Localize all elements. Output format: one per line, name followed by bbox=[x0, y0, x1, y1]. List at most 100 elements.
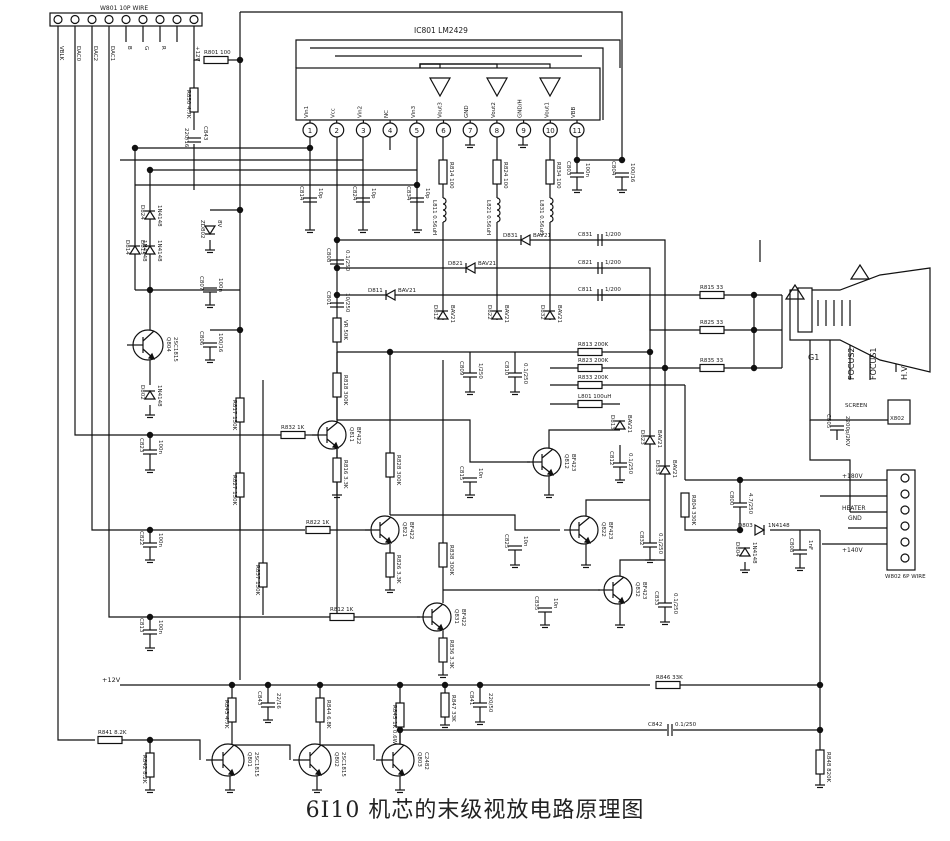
capacitor-label: C835 bbox=[533, 596, 539, 611]
junction-dot bbox=[228, 681, 236, 689]
resistor-label: R822 1K bbox=[306, 520, 330, 526]
resistor-r828 bbox=[385, 452, 395, 478]
junction-dot bbox=[750, 364, 758, 372]
capacitor-value: 1/250 bbox=[477, 363, 483, 379]
resistor-r801 bbox=[203, 55, 229, 65]
connector-pin-label: B bbox=[126, 46, 132, 50]
junction-dot bbox=[264, 681, 272, 689]
wire bbox=[91, 42, 305, 531]
ic-pin-name: NC bbox=[384, 110, 390, 118]
capacitor-label: C821 bbox=[578, 260, 592, 266]
connector-pin-label: GND bbox=[848, 515, 862, 522]
resistor-label: R836 3.3K bbox=[448, 640, 454, 669]
capacitor-label: C832 bbox=[638, 531, 644, 545]
transistor-collector bbox=[326, 421, 339, 432]
capacitor-label: C811 bbox=[578, 287, 592, 293]
wire bbox=[108, 42, 330, 618]
inductor-l821 bbox=[496, 209, 501, 217]
resistor-label: R823 200K bbox=[578, 358, 609, 364]
ic-pin-name: GND bbox=[464, 105, 470, 118]
transistor-collector bbox=[309, 744, 322, 757]
diode-value: 1N4148 bbox=[156, 205, 162, 227]
resistor-r847 bbox=[440, 692, 450, 718]
resistor-label: R828 300K bbox=[395, 455, 401, 486]
transistor-arrow bbox=[397, 768, 405, 776]
ic-lm2429 bbox=[295, 67, 601, 121]
capacitor-label: C813 bbox=[138, 618, 144, 633]
junction-dot bbox=[333, 236, 341, 244]
wire bbox=[619, 559, 665, 576]
capacitor-value: 100n bbox=[584, 163, 590, 177]
capacitor-label: C801 bbox=[325, 291, 331, 305]
transistor-value: BF423 bbox=[641, 582, 647, 600]
wire bbox=[57, 42, 95, 741]
diode-value: BAV21 bbox=[449, 305, 455, 323]
ic-pin-name: Vcc bbox=[331, 108, 337, 118]
resistor-r850 bbox=[189, 87, 199, 113]
junction-dot bbox=[646, 348, 654, 356]
capacitor-value: 2200p/2KV bbox=[844, 416, 850, 446]
diode-value: 1N4148 bbox=[156, 240, 162, 262]
transistor-arrow bbox=[617, 596, 625, 604]
resistor-label: R846 33K bbox=[656, 675, 683, 681]
resistor-label: R817 150K bbox=[231, 400, 237, 431]
junction-dot bbox=[386, 348, 394, 356]
inductor-l811 bbox=[442, 209, 447, 217]
transistor-value: BF423 bbox=[570, 454, 576, 472]
connector-pin bbox=[155, 14, 165, 25]
resistor-r814 bbox=[438, 159, 448, 185]
diagram-caption: 6I10 机芯的末级视放电路原理图 bbox=[305, 798, 645, 823]
transistor-value: BF422 bbox=[460, 609, 466, 626]
diode-value: 1N4148 bbox=[141, 240, 147, 262]
capacitor-label: C831 bbox=[578, 232, 592, 238]
capacitor-label: C842 bbox=[648, 722, 662, 728]
diode-value: BAV21 bbox=[478, 261, 496, 267]
junction-dot bbox=[236, 326, 244, 334]
resistor-r844 bbox=[315, 697, 325, 723]
transistor-label: Q821 bbox=[401, 522, 407, 537]
junction-dot bbox=[333, 264, 341, 272]
wire bbox=[74, 42, 285, 436]
capacitor-value: 10p bbox=[424, 188, 430, 199]
junction-dot bbox=[396, 681, 404, 689]
resistor-r838 bbox=[438, 542, 448, 568]
capacitor-label: C841 bbox=[468, 691, 474, 705]
diode-value: 1N4148 bbox=[751, 542, 757, 564]
resistor-r836 bbox=[438, 637, 448, 663]
diode-label: D831 bbox=[503, 233, 518, 239]
junction-dot bbox=[573, 156, 581, 164]
diode-label: D821 bbox=[448, 261, 463, 267]
transistor-value: BF422 bbox=[355, 427, 361, 444]
junction-dot bbox=[236, 206, 244, 214]
connector-pin-label: +12V bbox=[194, 46, 200, 62]
resistor-label: R824 100 bbox=[502, 162, 508, 189]
capacitor-label: C834 bbox=[405, 186, 411, 201]
resistor-label: R837 150K bbox=[254, 565, 260, 596]
transistor-label: Q802 bbox=[333, 752, 339, 767]
junction-dot bbox=[476, 681, 484, 689]
resistor-r843 bbox=[227, 697, 237, 723]
resistor-label: R804 330K bbox=[690, 495, 696, 526]
junction-dot bbox=[736, 526, 744, 534]
connector-pin bbox=[121, 14, 131, 25]
diode-d832 bbox=[543, 309, 557, 320]
resistor-label: R827 150K bbox=[231, 475, 237, 506]
wire bbox=[317, 744, 375, 760]
resistor-label: R812 1K bbox=[330, 607, 354, 613]
diode-value: BAV21 bbox=[626, 415, 632, 433]
resistor-label: R845 1K 0.6W bbox=[391, 705, 397, 745]
wire bbox=[640, 239, 700, 369]
connector-pin bbox=[104, 14, 114, 25]
connector-pin bbox=[900, 505, 910, 515]
ic-pin-name: Vin2 bbox=[357, 106, 363, 118]
transistor-label: Q803 bbox=[416, 752, 422, 767]
resistor-label: R832 1K bbox=[281, 425, 305, 431]
transistor-value: 2SC1815 bbox=[340, 752, 346, 777]
capacitor-value: 100n bbox=[157, 440, 163, 454]
inductor-l831 bbox=[549, 203, 554, 211]
transistor-collector bbox=[142, 330, 155, 342]
transistor-label: Q804 bbox=[165, 337, 171, 352]
capacitor-value: 1nF bbox=[807, 540, 813, 550]
connector-x802 bbox=[887, 399, 911, 425]
crt-label-focus1: FOCUS1 bbox=[869, 347, 878, 380]
